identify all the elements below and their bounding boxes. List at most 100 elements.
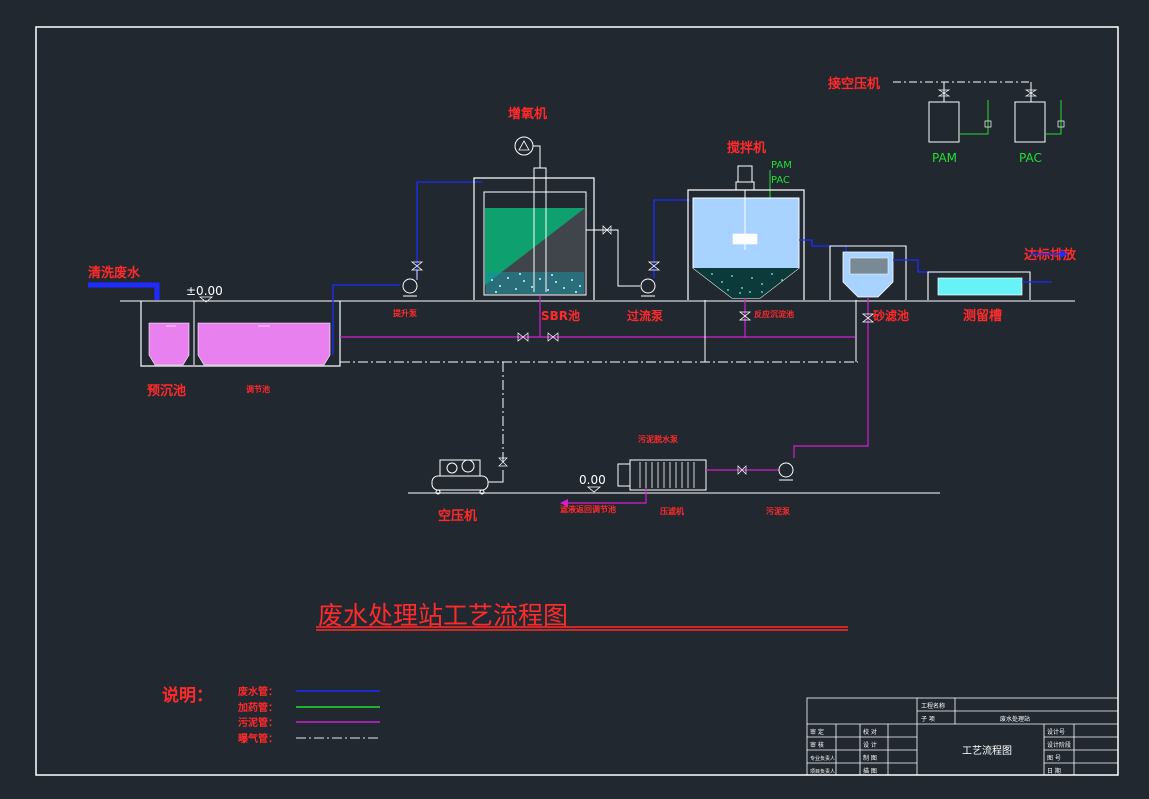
valve-icon xyxy=(737,465,747,475)
drawing-frame xyxy=(35,26,1119,776)
lift-pump-label: 提升泵 xyxy=(393,308,417,318)
title-block-cell: 审 定 xyxy=(810,728,824,736)
filtrate-pipe xyxy=(568,488,647,504)
valve-icon xyxy=(517,332,529,342)
legend-item: 废水管： xyxy=(238,685,380,698)
dosing-valve xyxy=(984,120,992,128)
wastewater-inlet-pipe xyxy=(88,282,160,300)
valve-icon xyxy=(1024,89,1038,97)
sludge-pump-label: 污泥泵 xyxy=(766,506,790,516)
aerator-shaft xyxy=(533,145,541,168)
reaction-cone xyxy=(693,268,799,298)
pam-tank xyxy=(928,101,960,143)
filter-press-icon xyxy=(629,459,707,491)
wastewater-pipe xyxy=(653,199,690,278)
overflow-pump-label: 过流泵 xyxy=(627,308,663,323)
title-block-cell: 描 图 xyxy=(863,767,877,775)
pac-tank-label: PAC xyxy=(1019,151,1042,165)
sbr-tank-label: SBR池 xyxy=(541,308,580,323)
discharge-label: 达标排放 xyxy=(1024,247,1077,263)
pre-settling-tank-label: 预沉池 xyxy=(147,383,186,399)
title-block xyxy=(806,697,1119,776)
monitor-tank-frame xyxy=(927,271,1031,300)
wastewater-pipe xyxy=(416,181,482,278)
aerator-label: 增氧机 xyxy=(508,106,547,122)
valve-icon xyxy=(602,225,612,235)
aeration-drop xyxy=(943,82,1032,102)
filter-press-head xyxy=(617,463,631,487)
title-block-cell: 图 号 xyxy=(1047,755,1061,762)
air-compressor-icon xyxy=(431,459,504,495)
legend-item-label: 加药管： xyxy=(237,701,278,714)
valve-icon xyxy=(498,457,508,467)
valve-icon xyxy=(547,332,559,342)
sludge-pump-icon xyxy=(778,462,794,478)
title-block-cell: 设计号 xyxy=(1047,728,1065,736)
mixer-motor-icon xyxy=(737,165,753,183)
title-block-cell: 设 计 xyxy=(863,741,877,749)
legend-item: 加药管： xyxy=(237,701,380,714)
pre-settling-tank xyxy=(148,322,190,366)
legend-item-label: 废水管： xyxy=(238,685,278,698)
filter-press-label: 压滤机 xyxy=(660,506,684,516)
aerator-impeller xyxy=(518,140,530,151)
filtrate-return-label: 滤液返回调节池 xyxy=(560,504,616,514)
monitor-tank-label: 测留槽 xyxy=(963,308,1002,324)
valve-icon xyxy=(410,261,424,271)
valve-icon xyxy=(937,89,951,97)
drawing-title: 废水处理站工艺流程图 xyxy=(318,601,568,630)
discharge-arrow-icon xyxy=(1060,250,1068,258)
washing-wastewater-label: 清洗废水 xyxy=(88,265,141,281)
legend-title: 说明： xyxy=(162,685,213,706)
title-block-cell: 制 图 xyxy=(863,754,877,762)
sand-filter-label: 砂滤池 xyxy=(872,308,909,323)
title-block-sub-label: 子 项 xyxy=(921,716,935,723)
wastewater-pipe xyxy=(332,284,400,355)
filtrate-arrow-icon xyxy=(560,499,568,507)
legend-item: 污泥管： xyxy=(238,716,380,729)
legend-item: 曝气管： xyxy=(238,732,380,745)
level-triangle xyxy=(586,486,602,493)
reaction-support-frame xyxy=(687,189,805,300)
equalization-tank xyxy=(197,322,331,366)
pam-dosing-label: PAM xyxy=(771,160,792,171)
title-block-cell: 审 核 xyxy=(810,741,824,749)
sludge-pump-house-label: 污泥脱水泵 xyxy=(638,434,678,444)
wastewater-pipe xyxy=(799,239,847,256)
legend-item-label: 曝气管： xyxy=(238,732,278,745)
mixer-mount xyxy=(735,181,755,191)
air-compressor-connection-label: 接空压机 xyxy=(828,76,880,92)
title-block-cell: 校 对 xyxy=(863,728,877,736)
valve-icon xyxy=(738,311,752,321)
valve-icon xyxy=(861,313,875,323)
pipe-support xyxy=(704,300,857,362)
pam-tank-label: PAM xyxy=(932,151,957,165)
level-mark: ±0.00 xyxy=(186,284,223,298)
sand-filter-frame xyxy=(829,245,907,300)
sbr-aeration-zone xyxy=(486,272,584,294)
dosing-pipe xyxy=(959,100,989,135)
dosing-valve xyxy=(1057,120,1065,128)
sbr-bubbles xyxy=(491,273,581,293)
legend-item-label: 污泥管： xyxy=(238,716,278,729)
monitor-tank xyxy=(937,277,1023,296)
reaction-sludge-dots xyxy=(711,273,783,294)
title-block-cell: 设计阶段 xyxy=(1047,741,1071,749)
sbr-tank-outline xyxy=(483,191,587,296)
aerator-mount xyxy=(533,167,547,179)
title-block-cell: 专业负责人 xyxy=(810,755,835,762)
lift-pump-icon xyxy=(402,278,418,294)
valve-icon xyxy=(647,261,661,271)
dosing-pipe xyxy=(1045,100,1062,135)
mixer-label: 搅拌机 xyxy=(727,140,766,156)
pac-tank xyxy=(1014,101,1046,143)
mixer-paddle xyxy=(732,233,758,245)
title-block-cell: 日 期 xyxy=(1047,767,1061,775)
sbr-outlet-pipe xyxy=(586,229,640,287)
sludge-pipe xyxy=(793,297,869,458)
level-triangle xyxy=(198,296,214,303)
title-block-cell: 项目负责人 xyxy=(810,768,835,775)
basin-outline xyxy=(140,301,341,367)
title-block-sub-value: 废水处理站 xyxy=(1000,715,1030,723)
